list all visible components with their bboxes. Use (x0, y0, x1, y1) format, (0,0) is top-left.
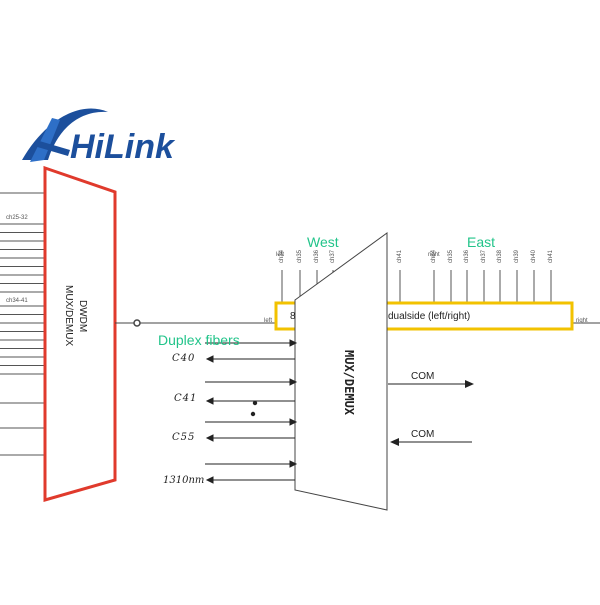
duplex-channel: C55 (172, 432, 196, 443)
channel-label: ch35 (297, 249, 303, 263)
east-label: East (467, 234, 496, 250)
arrow-head (205, 397, 214, 405)
west-label: West (307, 234, 339, 250)
channel-label: ch41 (548, 249, 554, 263)
top-left-tag: left (276, 252, 285, 258)
channel-label: ch37 (330, 249, 336, 263)
connector-node (133, 319, 141, 327)
com-out-arrow (388, 380, 474, 388)
channel-label: ch41 (397, 249, 403, 263)
left-fiber-bundle (0, 192, 45, 456)
mux-label: MUX/DEMUX (342, 350, 356, 416)
box-number: 8 (290, 311, 296, 322)
duplex-channel: C41 (174, 393, 198, 404)
arrow-head (205, 476, 214, 484)
duplex-channel: 1310nm (163, 475, 205, 486)
arrow-head (205, 355, 214, 363)
duplex-title: Duplex fibers (158, 332, 240, 348)
brand-logo-text: HiLink (70, 128, 174, 166)
channel-label: ch34 (431, 249, 437, 263)
box-caption: dualside (left/right) (388, 311, 471, 322)
arrow-head (289, 378, 298, 386)
arrow-head (289, 418, 298, 426)
channel-label: ch35 (448, 249, 454, 263)
channel-label: ch36 (464, 249, 470, 263)
channel-label: ch37 (481, 249, 487, 263)
dwdm-label-line2: MUX/DEMUX (63, 285, 74, 347)
ellipsis-dot (252, 400, 258, 406)
arrow-head (205, 434, 214, 442)
box-left-tag: left (264, 318, 273, 324)
channel-label: ch34 (279, 249, 285, 263)
channel-label: ch40 (531, 249, 537, 263)
arrow-head (289, 339, 298, 347)
group-label-top: ch25-32 (6, 215, 28, 221)
top-right-tag: right (428, 252, 440, 258)
mux-demux-block (294, 232, 388, 511)
duplex-channel: C40 (172, 353, 196, 364)
channel-label: ch39 (514, 249, 520, 263)
channel-label: ch36 (314, 249, 320, 263)
ellipsis-dot (250, 411, 256, 417)
arrow-head (289, 460, 298, 468)
com-in-arrow (390, 438, 472, 446)
channel-label: ch38 (497, 249, 503, 263)
dwdm-mux-block (43, 165, 117, 502)
hilink-logo-mark (22, 108, 108, 162)
dwdm-label-line1: DWDM (77, 300, 88, 333)
duplex-fiber-arrows (205, 339, 298, 484)
box-right-tag: right (576, 318, 588, 324)
com-in-label: COM (411, 429, 435, 440)
com-out-label: COM (411, 371, 435, 382)
group-label-bottom: ch34-41 (6, 298, 28, 304)
